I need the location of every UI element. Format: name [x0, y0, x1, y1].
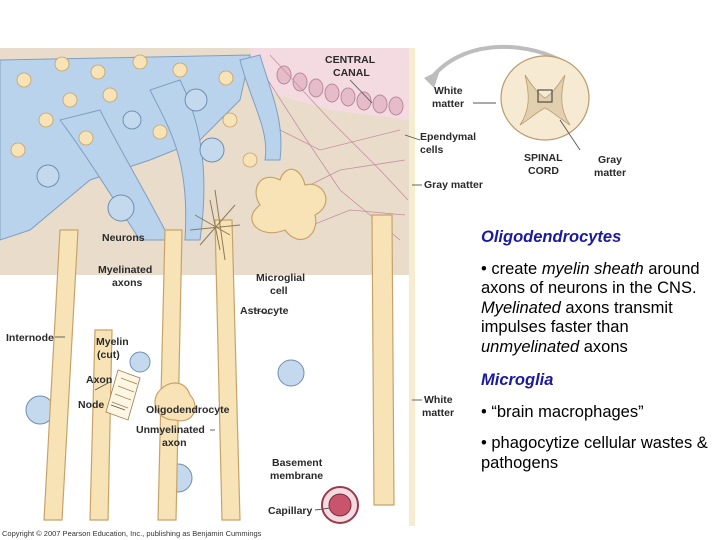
myelin-cut: [105, 369, 141, 421]
bullet-macrophages: • “brain macrophages”: [481, 402, 644, 421]
svg-text:matter: matter: [594, 167, 626, 179]
svg-text:matter: matter: [422, 407, 454, 419]
svg-text:CORD: CORD: [528, 165, 559, 177]
label-axon: Axon: [86, 374, 112, 386]
label-basement-membrane: Basement: [272, 457, 323, 469]
microglial-cell: [189, 189, 241, 261]
label-myelin-cut: Myelin: [96, 336, 129, 348]
label-gray-matter-inset: Gray: [598, 154, 622, 166]
svg-text:axon: axon: [162, 437, 187, 449]
label-ependymal-cells: Ependymal: [420, 131, 476, 143]
capillary: [321, 486, 359, 524]
label-node: Node: [78, 399, 104, 411]
label-white-matter-bottom: White: [424, 394, 453, 406]
svg-text:cells: cells: [420, 144, 444, 156]
label-internode: Internode: [6, 332, 54, 344]
astrocyte-body: [251, 168, 327, 241]
bullet-myelin: • create myelin sheath around axons of n…: [481, 259, 700, 356]
label-spinal-cord: SPINAL: [524, 152, 563, 164]
myelinated-axons: [43, 214, 395, 521]
spinal-cord-inset: [424, 44, 590, 141]
label-oligodendrocyte: Oligodendrocyte: [146, 404, 230, 416]
label-microglial-cell: Microglial: [256, 272, 305, 284]
heading-oligodendrocytes: Oligodendrocytes: [481, 228, 622, 246]
svg-text:cell: cell: [270, 285, 288, 297]
bullet-phagocytize: • phagocytize cellular wastes & pathogen…: [481, 434, 708, 472]
ependymal-cells: [276, 65, 404, 116]
label-capillary: Capillary: [268, 505, 313, 517]
svg-text:membrane: membrane: [270, 470, 323, 482]
oligodendrocyte-body: [154, 382, 196, 422]
label-central-canal: CENTRAL: [325, 54, 376, 66]
label-neurons: Neurons: [102, 232, 145, 244]
svg-text:(cut): (cut): [97, 349, 120, 361]
label-myelinated-axons: Myelinated: [98, 264, 152, 276]
heading-microglia: Microglia: [481, 371, 554, 389]
svg-text:matter: matter: [432, 98, 464, 110]
label-gray-matter: Gray matter: [424, 179, 483, 191]
svg-text:axons: axons: [112, 277, 143, 289]
svg-text:CANAL: CANAL: [333, 67, 370, 79]
label-unmyelinated-axon: Unmyelinated: [136, 424, 205, 436]
label-astrocyte: Astrocyte: [240, 305, 289, 317]
copyright-notice: Copyright © 2007 Pearson Education, Inc.…: [2, 529, 262, 538]
label-white-matter-top: White: [434, 85, 463, 97]
text-panel: Oligodendrocytes • create myelin sheath …: [481, 228, 713, 473]
